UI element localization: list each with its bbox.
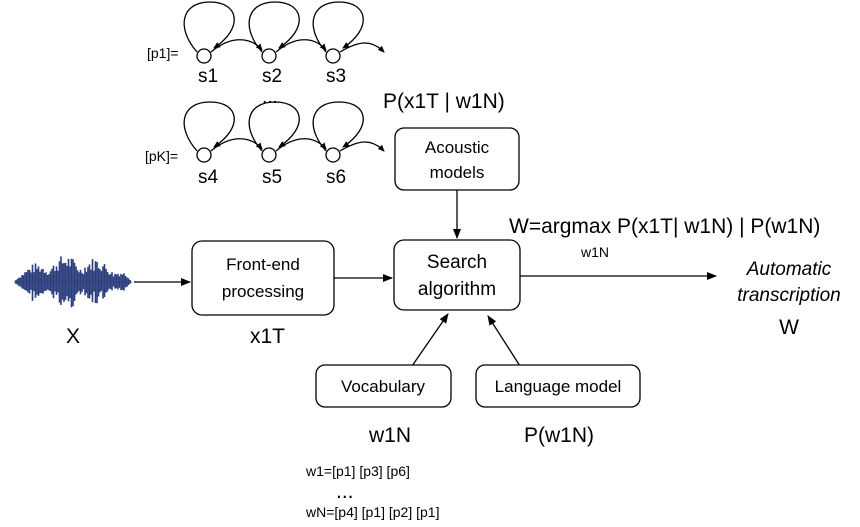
search-line1: Search: [427, 252, 487, 273]
argmax-subscript: w1N: [580, 244, 609, 260]
language-model-label: Language model: [495, 377, 622, 396]
state-label-s4: s4: [198, 167, 219, 188]
state-s3: [325, 48, 341, 64]
acoustic-probability: P(x1T | w1N): [383, 90, 505, 113]
state-label-s5: s5: [262, 167, 282, 188]
input-label: X: [66, 325, 80, 348]
state-label-s1: s1: [198, 66, 218, 87]
language-model-node: Language model: [475, 364, 641, 408]
hmm-top: [p1]= s1 s2 s3 ...: [147, 1, 385, 108]
self-loop-s4: [183, 101, 235, 152]
pronunciation-w1: w1=[p1] [p3] [p6]: [305, 463, 410, 479]
self-loop-s2: [248, 1, 300, 53]
state-s1: [196, 48, 212, 64]
hmm-label-bottom: [pK]=: [145, 148, 178, 164]
pronunciation-wN: wN=[p4] [p1] [p2] [p1]: [305, 504, 439, 520]
transition-s3-exit: [339, 42, 385, 53]
hmm-bottom: [pK]= s4 s5 s6: [145, 101, 385, 188]
transition-s2-s3: [275, 39, 327, 53]
self-loop-s3: [312, 1, 364, 53]
feature-label: x1T: [250, 325, 285, 348]
self-loop-s6: [312, 101, 364, 152]
state-label-s2: s2: [262, 66, 282, 87]
self-loop-s1: [183, 1, 235, 53]
search-algorithm-node: Search algorithm: [393, 239, 521, 311]
transition-s4-s5: [210, 138, 263, 152]
transition-s5-s6: [275, 138, 327, 152]
pronunciation-ellipsis: ...: [336, 480, 354, 503]
acoustic-models-node: Acoustic models: [394, 127, 520, 191]
state-s5: [261, 147, 277, 163]
word-sequence-label: w1N: [368, 424, 411, 447]
arrow-vocabulary-to-search: [411, 313, 449, 367]
hmm-ellipsis: ...: [262, 87, 278, 108]
arrow-language-to-search: [487, 315, 521, 367]
acoustic-models-line1: Acoustic: [425, 138, 490, 157]
vocabulary-label: Vocabulary: [341, 377, 426, 396]
self-loop-s5: [248, 101, 300, 152]
state-s2: [261, 48, 277, 64]
transition-s1-s2: [210, 39, 263, 53]
language-model-probability: P(w1N): [524, 424, 594, 447]
front-end-node: Front-end processing: [191, 240, 335, 316]
output-title-line1: Automatic: [746, 259, 832, 280]
search-line2: algorithm: [418, 279, 496, 300]
output-label: W: [779, 316, 799, 339]
front-end-line2: processing: [222, 282, 304, 301]
acoustic-models-line2: models: [430, 163, 485, 182]
transition-s6-exit: [339, 141, 385, 152]
argmax-equation: W=argmax P(x1T| w1N) | P(w1N): [509, 215, 820, 238]
state-label-s6: s6: [326, 167, 346, 188]
vocabulary-node: Vocabulary: [315, 364, 452, 408]
state-label-s3: s3: [326, 66, 346, 87]
speech-waveform: [14, 256, 132, 308]
state-s6: [325, 147, 341, 163]
output-title-line2: transcription: [737, 285, 841, 306]
state-s4: [196, 147, 212, 163]
front-end-line1: Front-end: [226, 255, 300, 274]
hmm-label-top: [p1]=: [147, 45, 179, 61]
